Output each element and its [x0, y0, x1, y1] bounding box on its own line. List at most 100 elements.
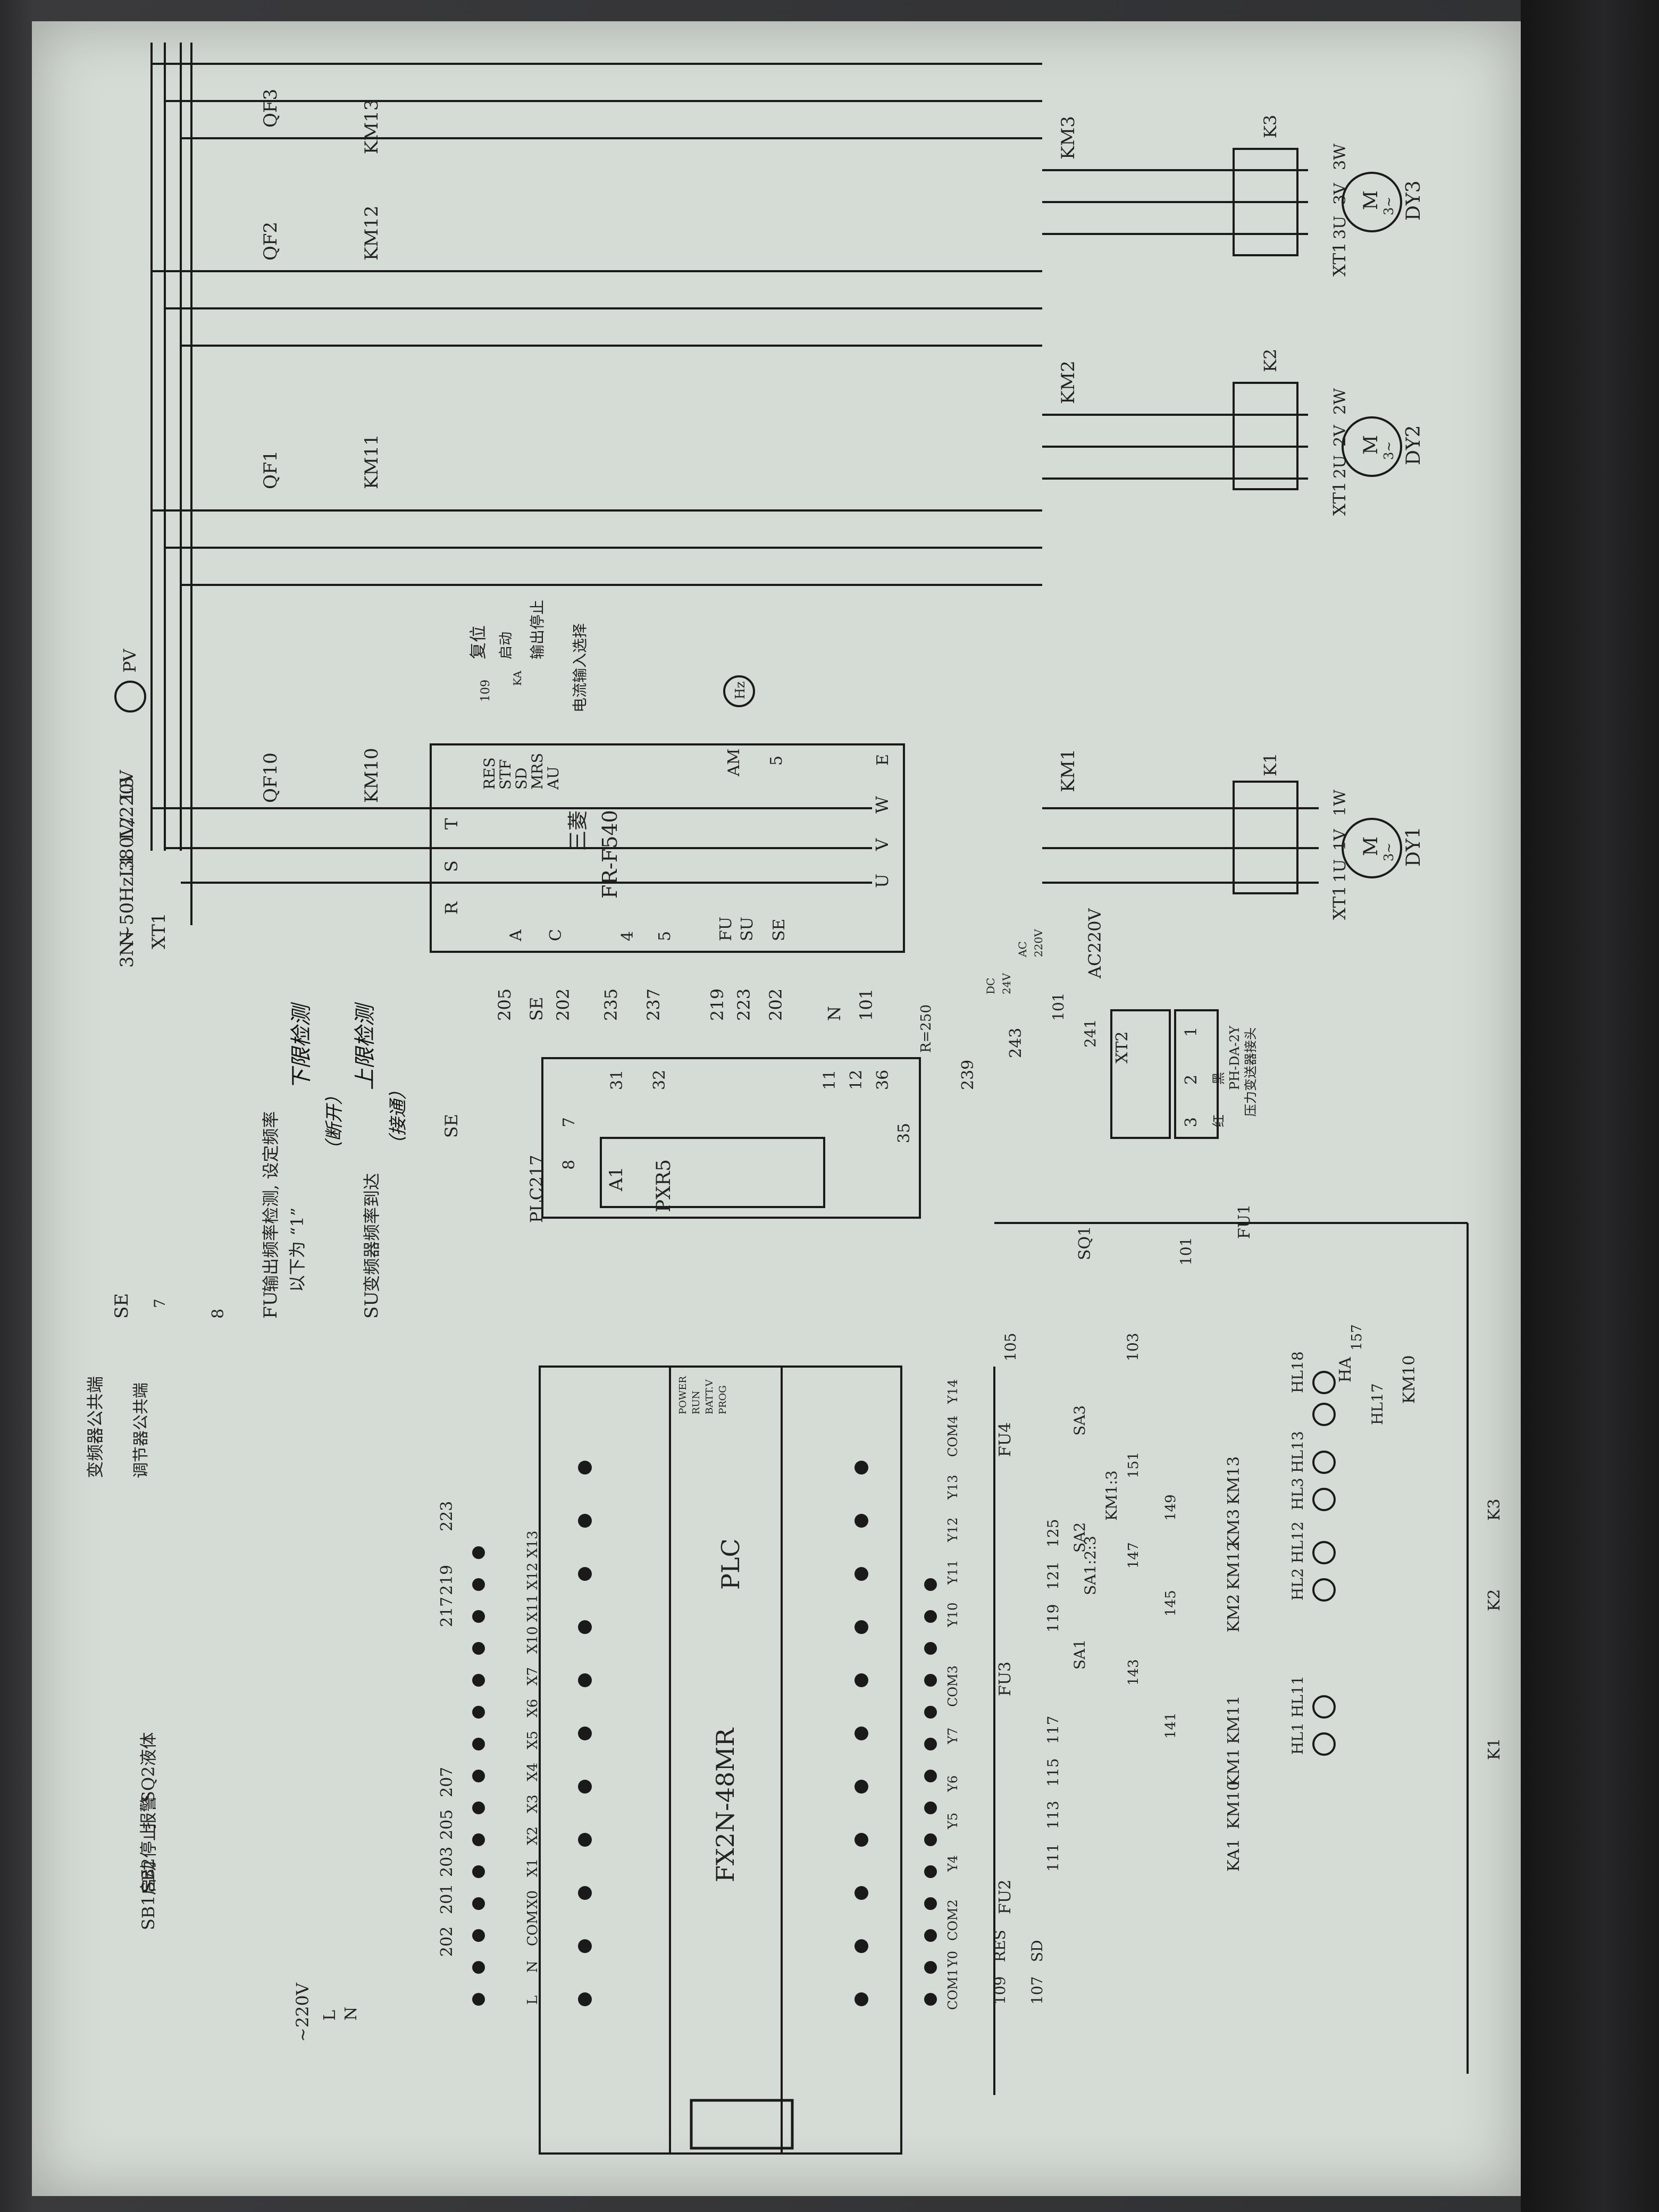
thermal-k1: K1 [1260, 753, 1280, 776]
mid-205: 205 [495, 988, 515, 1021]
coil-km11: KM11 [1225, 1696, 1243, 1744]
plc-in-l: L [525, 1996, 541, 2005]
node-145: 145 [1163, 1590, 1179, 1616]
lamp-hl18: HL18 [1289, 1351, 1306, 1393]
indicator-lamps [1312, 1371, 1336, 1756]
pxr-239: 239 [959, 1060, 977, 1090]
legend-se-sub: 调节器公共端 [132, 1382, 150, 1478]
contactor-km10: KM10 [361, 748, 382, 803]
node-147: 147 [1126, 1542, 1142, 1569]
node-141: 141 [1163, 1712, 1179, 1739]
motor-dy3-m: M [1360, 190, 1382, 210]
mid-223: 223 [734, 988, 754, 1021]
motor-dy1-v: 1V [1331, 828, 1350, 851]
contactor-km3: KM3 [1058, 116, 1079, 160]
fuse-fu2: FU2 [996, 1880, 1015, 1914]
sq1-label: SQ1 [1076, 1226, 1094, 1260]
motor-dy2-symbol [1342, 416, 1402, 477]
pxr-241: 241 [1082, 1019, 1099, 1048]
inverter-sd: SD [513, 767, 530, 790]
pxr-name: PXR5 [653, 1159, 675, 1212]
switch-sa1[interactable]: SA1 [1071, 1639, 1088, 1670]
relay-k2: K2 [1485, 1589, 1504, 1612]
plc-in-x11: X11 [525, 1594, 541, 1622]
inverter-ka: KA [511, 671, 524, 686]
plc-wire-201: 201 [438, 1884, 456, 1914]
legend-n8: 8 [209, 1309, 228, 1319]
motor-dy3-phase: 3~ [1381, 197, 1396, 215]
plc-output-terminals [924, 1578, 937, 2006]
mid-101: 101 [856, 988, 876, 1021]
button-sb2[interactable]: SB2停止 [138, 1824, 158, 1893]
plc-out-com4: COM4 [945, 1415, 960, 1457]
out-121: 121 [1044, 1562, 1062, 1590]
plc-out-y7: Y7 [945, 1728, 960, 1745]
plc-output-labels: COM1 Y0 COM2 Y4 Y5 Y6 Y7 COM3 Y10 Y11 Y1… [945, 1379, 960, 2010]
motor-dy2-u: 2U [1331, 455, 1350, 479]
plc-lamp-labels: HL1 HL11 HL2 HL12 HL3 HL13 HL17 HL18 [1289, 1351, 1386, 1755]
plc-wire-203: 203 [438, 1847, 456, 1877]
inverter-4: 4 [618, 931, 637, 941]
supply-n: N [116, 931, 138, 946]
plc-out-y0: Y0 [945, 1951, 960, 1968]
mid-235: 235 [601, 988, 621, 1021]
pxr-35: 35 [895, 1123, 914, 1143]
pxr-11: 11 [820, 1070, 839, 1090]
mid-237: 237 [643, 988, 664, 1021]
plc-switch-labels: SA1 SA2 SA3 SA1:2:3 KM1:3 [1071, 1405, 1120, 1670]
coil-km10b: KM10 [1400, 1355, 1419, 1404]
plc-in-x7: X7 [525, 1667, 541, 1686]
motor-dy1-term: XT1 [1329, 886, 1350, 920]
ac220-label: AC220V [1085, 908, 1105, 979]
plc-out-y4: Y4 [945, 1855, 960, 1872]
legend-fu-desc2: 以下为 “1” [287, 1208, 307, 1292]
plc-in-x3: X3 [525, 1795, 541, 1813]
xt2-pin1: 1 [1182, 1027, 1201, 1037]
node-151: 151 [1126, 1452, 1142, 1478]
pxr-36: 36 [874, 1070, 892, 1090]
inverter-out-stop: 输出停止 [529, 600, 546, 659]
inverter-current-in: 电流输入选择 [571, 623, 589, 713]
inverter-res: RES [481, 757, 498, 790]
plc-in-x13: X13 [525, 1530, 541, 1558]
plc-out-y11: Y11 [945, 1560, 960, 1585]
lamp-hl2: HL2 [1289, 1568, 1306, 1601]
inverter-a: A [507, 929, 525, 942]
switch-sa3[interactable]: SA3 [1071, 1405, 1088, 1436]
motor-dy1-symbol [1342, 818, 1402, 878]
xt2-label: XT2 [1113, 1032, 1132, 1063]
plc-in-x1: X1 [525, 1858, 541, 1877]
xt2-black: 黑 [1211, 1072, 1226, 1085]
button-sb1[interactable]: SB1启动 [138, 1861, 158, 1930]
out-107: 107 [1028, 1976, 1046, 2005]
breaker-qf3: QF3 [260, 89, 281, 128]
motor-dy1-name: DY1 [1403, 826, 1425, 867]
button-alarm[interactable]: 报警 [138, 1795, 158, 1829]
plc-in-n: N [525, 1960, 541, 1973]
lamp-hl17: HL17 [1369, 1383, 1386, 1425]
relay-km13-contact: KM1:3 [1103, 1470, 1120, 1521]
inverter-brand: 三菱 [566, 810, 590, 851]
voltmeter-symbol [114, 681, 146, 713]
button-sq2[interactable]: SQ2液体 [138, 1732, 158, 1803]
out-111: 111 [1044, 1844, 1062, 1872]
mid-se: SE [526, 997, 547, 1021]
plc-in-x10: X10 [525, 1626, 541, 1654]
plc-status-power: POWER [677, 1376, 689, 1414]
motor-dy2-w: 2W [1331, 388, 1350, 415]
converter-dc: DC [984, 978, 997, 994]
mid-202: 202 [553, 988, 573, 1021]
converter-220v: 220V [1032, 929, 1045, 957]
out-105: 105 [1002, 1333, 1019, 1361]
motor-dy3-name: DY3 [1403, 180, 1425, 221]
plc-out-y13: Y13 [945, 1475, 960, 1500]
pxr-32: 32 [650, 1070, 669, 1090]
motor-dy1-m: M [1360, 836, 1382, 856]
plc-button-labels: SB1启动 SB2停止 报警 SQ2液体 [138, 1732, 158, 1930]
switch-sa2[interactable]: SA2 [1071, 1522, 1088, 1553]
supply-xt1: XT1 [148, 912, 170, 949]
converter-24v: 24V [1000, 973, 1013, 994]
motor-dy1-u: 1U [1331, 859, 1350, 883]
legend-su-hand: 上限检测 [353, 1002, 378, 1090]
relay-k1: K1 [1485, 1738, 1504, 1761]
